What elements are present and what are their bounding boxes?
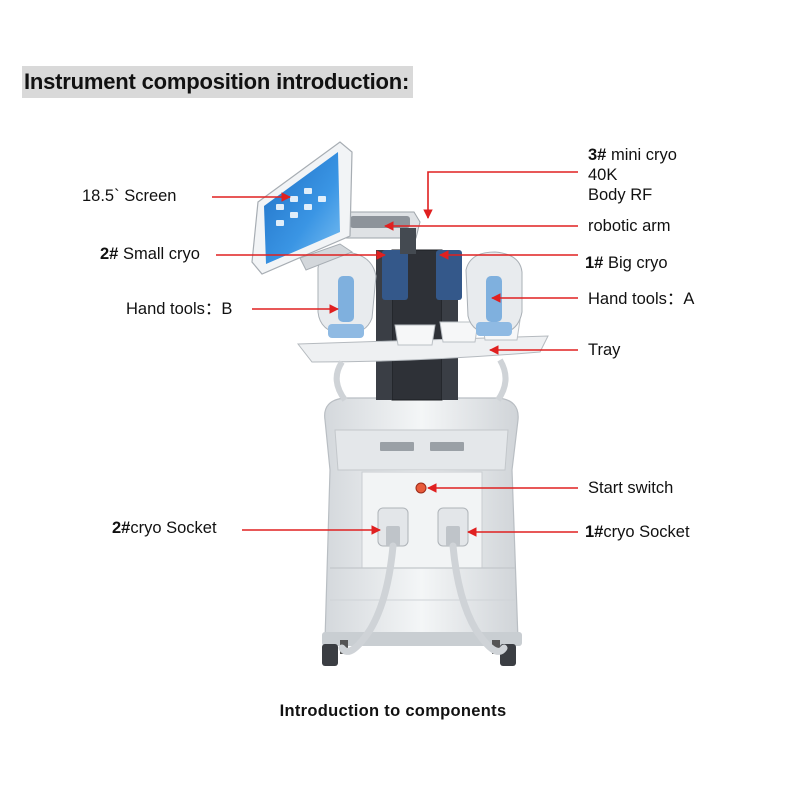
figure-caption: Introduction to components [279,702,507,720]
cryo-sockets [377,507,469,547]
label-small-cryo: 2# Small cryo [100,245,200,264]
label-tray: Tray [588,341,621,359]
label-socket-2: 2#cryo Socket [112,519,217,538]
screen [251,141,354,275]
label-mini-cryo-body-rf: Body RF [588,186,653,204]
label-hand-tools-b: Hand tools：B [126,300,233,318]
hand-tool-b [317,251,377,338]
label-socket-1: 1#cryo Socket [585,523,690,542]
label-big-cryo-text: Big cryo [603,254,668,272]
label-socket-2-text: cryo Socket [130,519,217,537]
label-mini-cryo: 3# mini cryo [588,146,677,165]
label-mini-cryo-number: 3# [588,146,607,164]
machine-base [322,397,522,646]
label-socket-1-number: 1# [585,523,604,541]
label-socket-1-text: cryo Socket [603,523,690,541]
label-screen: 18.5` Screen [82,187,177,205]
label-socket-2-number: 2# [112,519,131,537]
hand-tool-a [465,251,523,336]
label-start-switch: Start switch [588,479,674,497]
label-big-cryo-number: 1# [585,254,604,272]
cables [338,542,508,655]
label-hand-tools-a: Hand tools：A [588,290,695,308]
start-switch-button[interactable] [415,482,427,494]
label-robotic-arm: robotic arm [588,217,671,235]
label-small-cryo-text: Small cryo [118,245,200,263]
page-title: Instrument composition introduction: [22,66,414,98]
label-mini-cryo-40k: 40K [588,166,618,184]
label-big-cryo: 1# Big cryo [585,254,668,273]
label-small-cryo-number: 2# [100,245,119,263]
label-mini-cryo-text: mini cryo [606,146,677,164]
